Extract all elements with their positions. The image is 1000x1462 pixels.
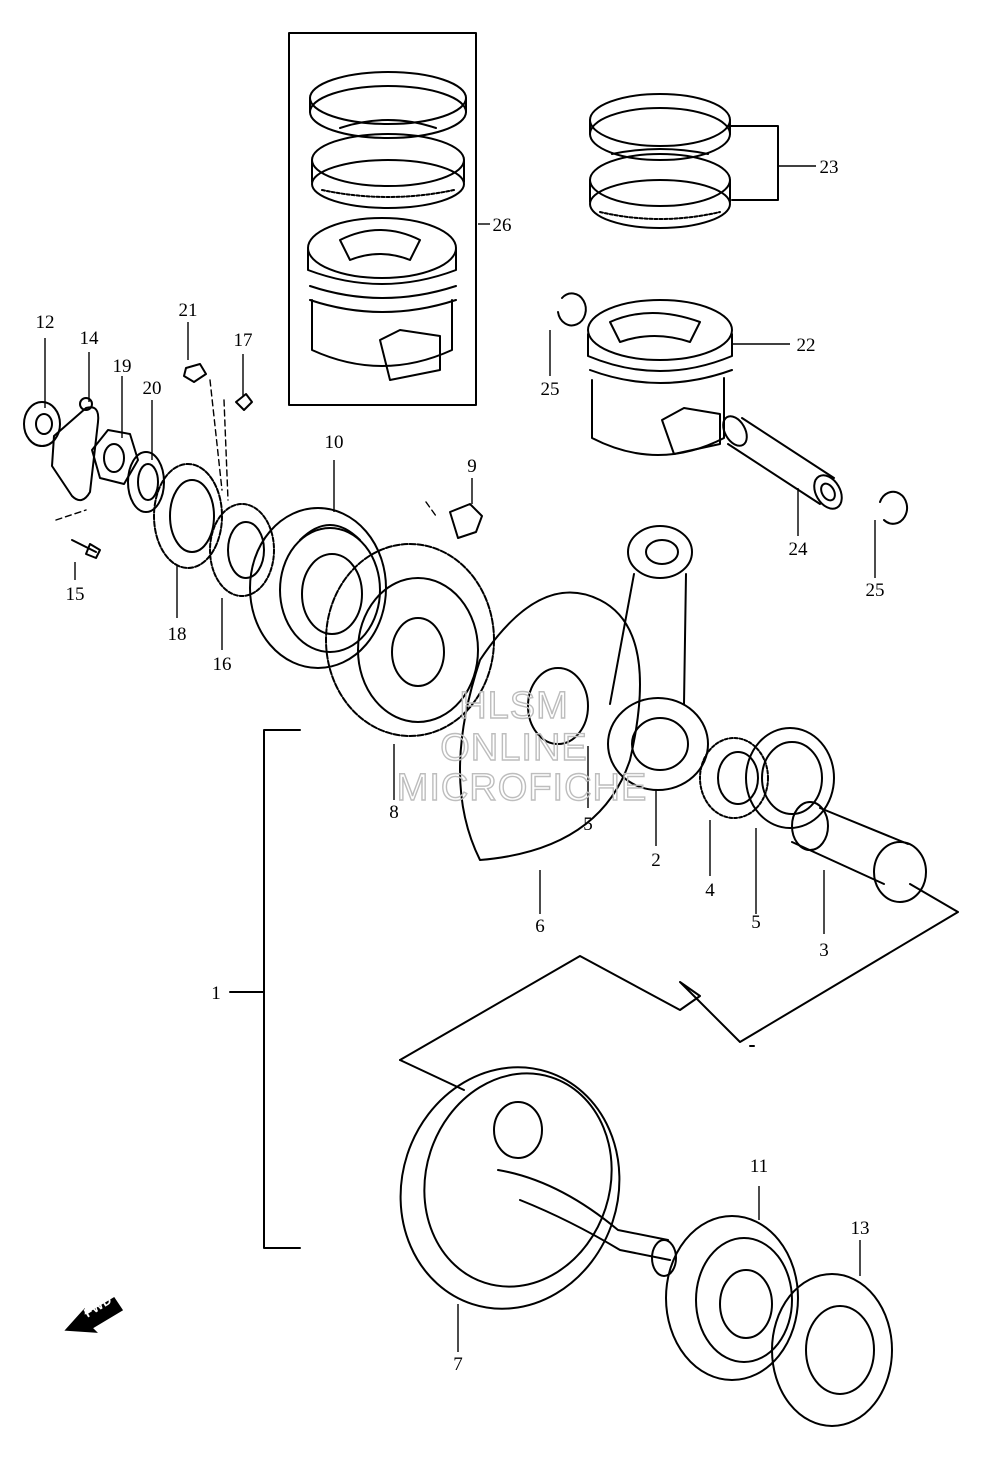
callout-26: 26 bbox=[493, 215, 512, 236]
watermark-line1: HLSM bbox=[459, 685, 569, 727]
assembly-bracket bbox=[229, 729, 301, 1249]
callout-1: 1 bbox=[211, 983, 221, 1004]
callout-labels: 1 2 3 4 5 5 6 7 8 9 10 11 12 13 14 15 16… bbox=[36, 157, 885, 1375]
connecting-rod bbox=[607, 525, 709, 791]
piston bbox=[587, 299, 733, 456]
oil-seal-13 bbox=[771, 1273, 893, 1427]
callout-16: 16 bbox=[213, 654, 232, 675]
needle-bearing bbox=[699, 737, 769, 819]
assembly-outline bbox=[399, 883, 959, 1091]
callout-25-left: 25 bbox=[541, 379, 560, 400]
callout-2: 2 bbox=[651, 850, 661, 871]
part-9 bbox=[425, 501, 483, 539]
callout-13: 13 bbox=[851, 1218, 870, 1239]
callout-15: 15 bbox=[66, 584, 85, 605]
callout-9: 9 bbox=[467, 456, 477, 477]
watermark-line2: ONLINE bbox=[440, 727, 587, 769]
callout-17: 17 bbox=[234, 330, 253, 351]
callout-8: 8 bbox=[389, 802, 399, 823]
callout-4: 4 bbox=[705, 880, 715, 901]
callout-18: 18 bbox=[168, 624, 187, 645]
callout-19: 19 bbox=[113, 356, 132, 377]
callout-5-inner: 5 bbox=[583, 814, 593, 835]
callout-5-outer: 5 bbox=[751, 912, 761, 933]
callout-10: 10 bbox=[325, 432, 344, 453]
circlip bbox=[557, 292, 909, 525]
fwd-arrow-icon: FWD bbox=[64, 1292, 124, 1333]
watermark-line3: MICROFICHE bbox=[397, 767, 648, 809]
callout-12: 12 bbox=[36, 312, 55, 333]
bearing-11 bbox=[665, 1215, 799, 1381]
crank-web-6 bbox=[459, 591, 641, 861]
callout-11: 11 bbox=[750, 1156, 768, 1177]
bearing-10 bbox=[249, 507, 387, 669]
callout-6: 6 bbox=[535, 916, 545, 937]
callout-24: 24 bbox=[789, 539, 809, 560]
crank-half-7 bbox=[399, 1066, 677, 1310]
callout-14: 14 bbox=[80, 328, 100, 349]
piston-pin bbox=[722, 415, 843, 510]
callout-25-right: 25 bbox=[866, 580, 885, 601]
callout-21: 21 bbox=[179, 300, 198, 321]
callout-20: 20 bbox=[143, 378, 162, 399]
piston-kit-box bbox=[288, 32, 477, 406]
callout-7: 7 bbox=[453, 1354, 463, 1375]
crank-pin bbox=[791, 801, 927, 903]
left-small-parts bbox=[23, 363, 275, 597]
watermark: HLSM ONLINE MICROFICHE bbox=[396, 684, 648, 809]
callout-22: 22 bbox=[797, 335, 816, 356]
callout-23: 23 bbox=[820, 157, 839, 178]
leader-lines bbox=[44, 165, 876, 1352]
callout-3: 3 bbox=[819, 940, 829, 961]
piston-ring-set bbox=[589, 93, 779, 229]
thrust-washer bbox=[745, 727, 835, 829]
